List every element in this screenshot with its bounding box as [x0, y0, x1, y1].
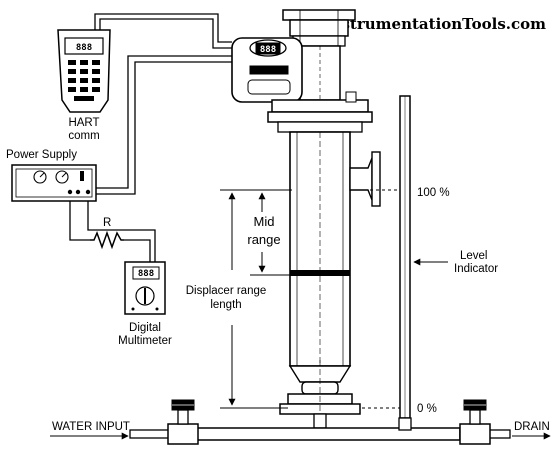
level-mark-100: 100 %: [417, 187, 450, 199]
dimension-lines: [220, 189, 408, 409]
voltage-dial-icon: [33, 170, 47, 184]
displacer-transmitter: 888: [231, 9, 381, 429]
mid-range-label-line2: range: [247, 232, 280, 247]
flow-labels: WATER INPUT DRAIN: [50, 421, 551, 440]
hart-label-line1: HART: [68, 117, 99, 129]
hart-keypad: [68, 60, 100, 101]
level-indicator-label-line2: Indicator: [454, 263, 498, 275]
multimeter-label-line1: Digital: [129, 322, 161, 334]
resistor: R: [90, 217, 124, 250]
current-dial-icon: [55, 170, 69, 184]
hart-communicator: 888 HART comm: [57, 29, 111, 142]
level-mark-0: 0 %: [417, 403, 437, 415]
displacer-range-label-line2: length: [210, 299, 241, 311]
dimension-labels: Mid range Displacer range length: [186, 214, 281, 311]
digital-multimeter: 888 Digital Multimeter: [118, 261, 172, 347]
selector-dial-icon: [135, 286, 155, 306]
transmitter-display-value: 888: [260, 45, 276, 55]
water-input-label: WATER INPUT: [52, 421, 130, 433]
signal-wiring: [69, 13, 235, 262]
water-pipe: [179, 427, 461, 441]
drain-valve: [459, 399, 491, 445]
drain-label: DRAIN: [514, 421, 550, 433]
level-indicator: Level Indicator 100 % 0 %: [399, 95, 498, 419]
power-supply: Power Supply: [6, 149, 97, 202]
power-supply-label: Power Supply: [6, 149, 77, 161]
watermark-text: InstrumentationTools.com: [324, 15, 547, 33]
hart-display: [64, 37, 104, 55]
displacer-range-label-line1: Displacer range: [186, 285, 267, 297]
level-indicator-label-line1: Level: [460, 250, 488, 262]
inlet-valve: [167, 399, 199, 445]
hart-display-value: 888: [76, 43, 92, 53]
multimeter-display-value: 888: [138, 269, 154, 279]
mid-level-mark: [290, 270, 350, 276]
multimeter-label-line2: Multimeter: [118, 335, 172, 347]
resistor-icon: [90, 230, 124, 250]
transmitter-display: [255, 42, 281, 55]
mid-range-label-line1: Mid: [254, 214, 275, 229]
resistor-label: R: [103, 217, 111, 229]
hart-label-line2: comm: [68, 130, 99, 142]
